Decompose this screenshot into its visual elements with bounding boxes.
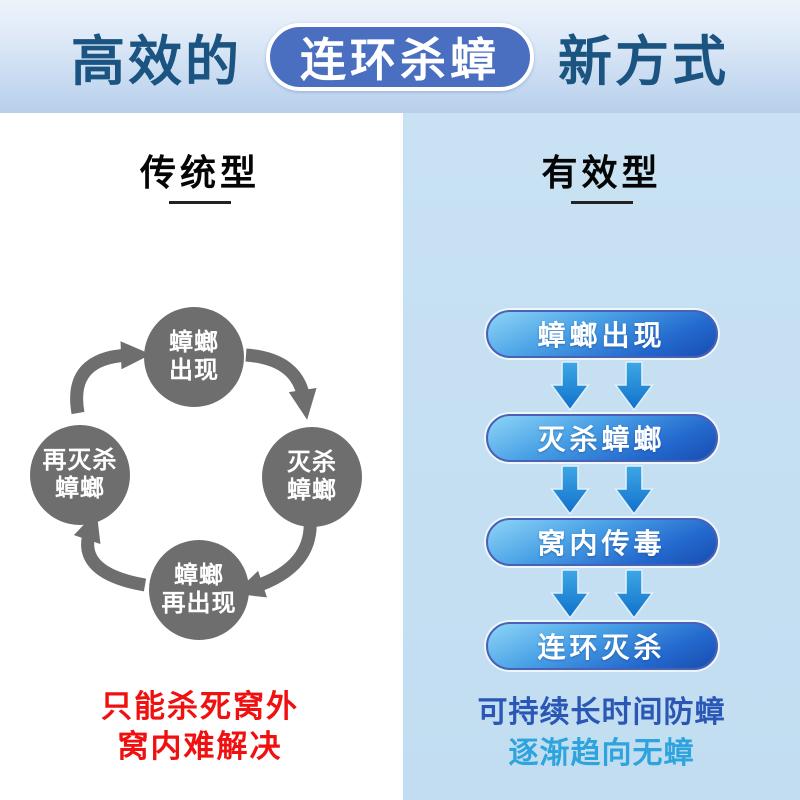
traditional-caption: 只能杀死窝外 窝内难解决 [0,687,400,767]
cycle-step-line: 蟑螂 [55,475,105,502]
cycle-step-line: 再灭杀 [42,447,118,474]
banner-pill: 连环杀蟑 [266,22,534,91]
cycle-step-kill: 灭杀 蟑螂 [262,427,362,527]
flow-arrow-row [549,569,654,619]
traditional-panel: 传统型 蟑螂 出现 灭杀 蟑螂 蟑螂 再出现 再灭杀 蟑 [0,113,400,800]
cycle-arrow-bottom-to-left [73,511,147,592]
effective-title-underline [570,201,633,204]
down-arrow-icon [613,569,654,619]
effective-caption-line2: 逐渐趋向无蟑 [508,737,695,770]
down-arrow-icon [613,361,654,411]
traditional-title: 传统型 [139,152,260,193]
cycle-arrows [70,341,317,598]
banner-text-right: 新方式 [558,32,729,92]
down-arrow-icon [613,465,654,515]
cycle-arrow-top-to-right [245,348,317,420]
cycle-step-kill-again: 再灭杀 蟑螂 [30,425,130,525]
effective-flow: 蟑螂出现 灭杀蟑螂 窝内传毒 连环灭杀 [403,310,800,670]
banner: 高效的 连环杀蟑 新方式 [0,0,800,113]
effective-panel: 有效型 蟑螂出现 灭杀蟑螂 窝内传毒 连环灭杀 [400,113,800,800]
cycle-step-line: 灭杀 [287,449,337,476]
cycle-step-reappear: 蟑螂 再出现 [149,540,249,640]
cycle-step-line: 出现 [169,357,219,384]
flow-arrow-row [549,361,654,411]
effective-caption: 可持续长时间防蟑 逐渐趋向无蟑 [403,692,800,774]
flow-step-chain-kill: 连环灭杀 [485,622,718,670]
cycle-arrow-right-to-bottom [234,517,317,598]
flow-step-kill: 灭杀蟑螂 [485,414,718,462]
traditional-caption-line1: 只能杀死窝外 [101,689,299,724]
effective-title: 有效型 [541,152,662,193]
traditional-caption-line2: 窝内难解决 [117,729,283,764]
down-arrow-icon [549,361,590,411]
banner-text-left: 高效的 [71,32,242,92]
cycle-arrow-left-to-top [70,341,151,415]
traditional-title-underline [169,201,231,204]
cycle-step-line: 蟑螂 [174,562,224,589]
down-arrow-icon [549,569,590,619]
cycle-step-line: 蟑螂 [287,477,337,504]
down-arrow-icon [549,465,590,515]
effective-caption-line1: 可持续长时间防蟑 [477,696,726,729]
flow-step-appear: 蟑螂出现 [485,310,718,358]
cycle-step-appear: 蟑螂 出现 [144,307,244,407]
comparison-content: 传统型 蟑螂 出现 灭杀 蟑螂 蟑螂 再出现 再灭杀 蟑 [0,113,800,800]
cycle-step-line: 再出现 [161,590,237,617]
flow-step-spread-poison: 窝内传毒 [485,518,718,566]
flow-arrow-row [549,465,654,515]
cycle-step-line: 蟑螂 [169,329,219,356]
